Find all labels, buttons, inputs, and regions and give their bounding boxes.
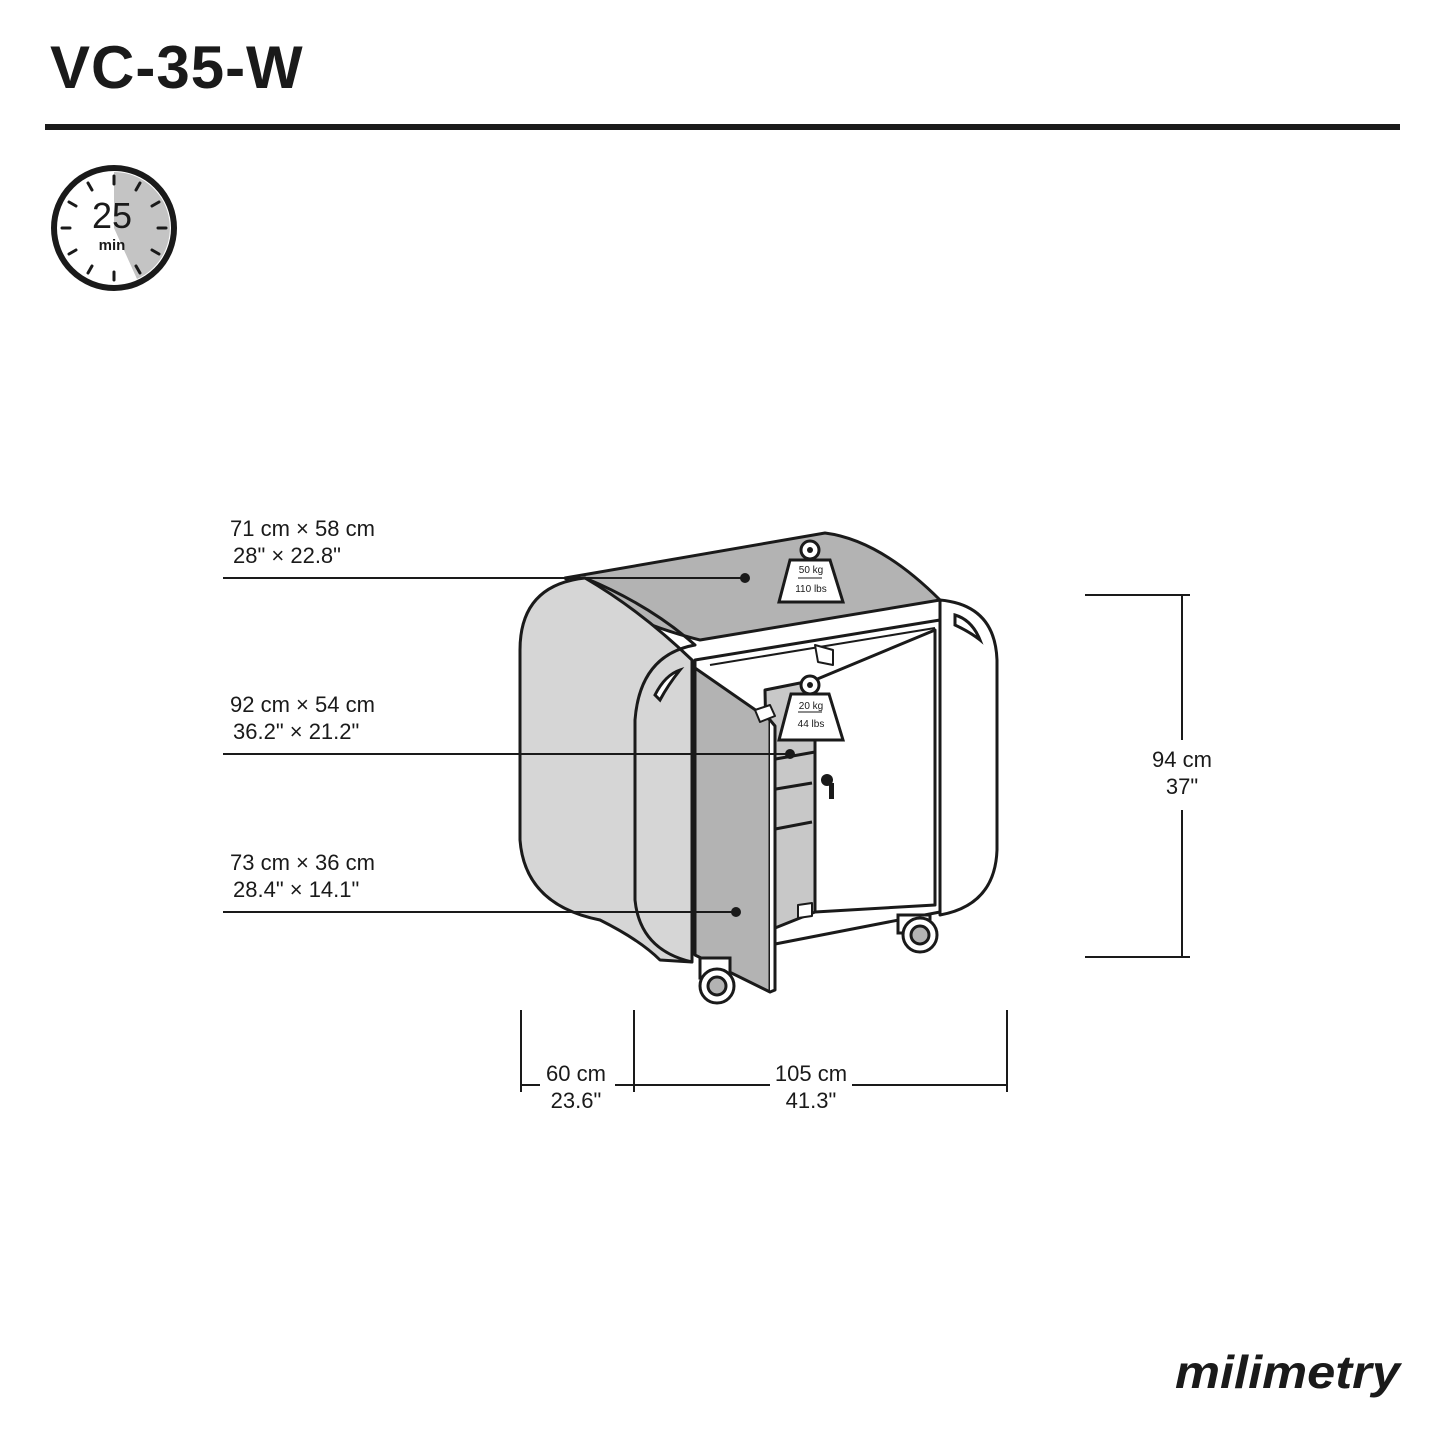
load-top-metric: 50 kg <box>799 565 823 576</box>
load-rating-top <box>777 539 846 604</box>
width-dimension: 105 cm 41.3" <box>765 1060 857 1114</box>
brand-logo: milimetry <box>1175 1346 1403 1398</box>
middle-shelf-dimension: 92 cm × 54 cm 36.2" × 21.2" <box>230 691 375 745</box>
height-dimension-line <box>1085 594 1190 958</box>
middle-shelf-imperial: 36.2" × 21.2" <box>233 719 360 744</box>
width-imperial: 41.3" <box>785 1088 837 1113</box>
load-shelf-metric: 20 kg <box>799 701 823 712</box>
assembly-time-icon: 25 min <box>51 165 177 291</box>
top-surface-metric: 71 cm × 58 cm <box>230 516 375 541</box>
caster-front-left <box>698 956 736 1005</box>
brand-name: milimetry <box>1175 1346 1403 1398</box>
handle-cutout-left <box>653 666 685 703</box>
width-metric: 105 cm <box>774 1061 848 1086</box>
top-surface-dimension: 71 cm × 58 cm 28" × 22.8" <box>230 515 375 569</box>
height-imperial: 37" <box>1165 774 1199 799</box>
depth-dimension: 60 cm 23.6" <box>535 1060 617 1114</box>
middle-shelf-metric: 92 cm × 54 cm <box>230 692 375 717</box>
cabinet-body <box>518 531 999 994</box>
timer-unit: min <box>99 237 126 254</box>
top-surface-imperial: 28" × 22.8" <box>233 543 341 568</box>
title-divider <box>45 124 1400 130</box>
timer-value: 25 <box>92 195 132 236</box>
depth-metric: 60 cm <box>546 1061 606 1086</box>
caster-front-right <box>896 913 939 954</box>
depth-imperial: 23.6" <box>550 1088 602 1113</box>
callout-dot-top <box>740 573 750 583</box>
load-rating-shelf <box>777 674 846 742</box>
bottom-shelf-imperial: 28.4" × 14.1" <box>233 877 360 902</box>
callout-dot-bottom <box>731 907 741 917</box>
product-title: VC-35-W <box>50 34 304 101</box>
footprint-dimension-lines <box>520 1010 1008 1092</box>
load-top-imperial: 110 lbs <box>795 584 827 595</box>
bottom-shelf-metric: 73 cm × 36 cm <box>230 850 375 875</box>
height-metric: 94 cm <box>1152 747 1212 772</box>
height-dimension: 94 cm 37" <box>1140 746 1224 800</box>
bottom-shelf-dimension: 73 cm × 36 cm 28.4" × 14.1" <box>230 849 375 903</box>
leader-lines <box>223 577 790 913</box>
callout-dot-shelf <box>785 749 795 759</box>
load-shelf-imperial: 44 lbs <box>798 719 825 730</box>
handle-cutout-right <box>953 612 984 645</box>
lock-icon <box>821 774 834 799</box>
